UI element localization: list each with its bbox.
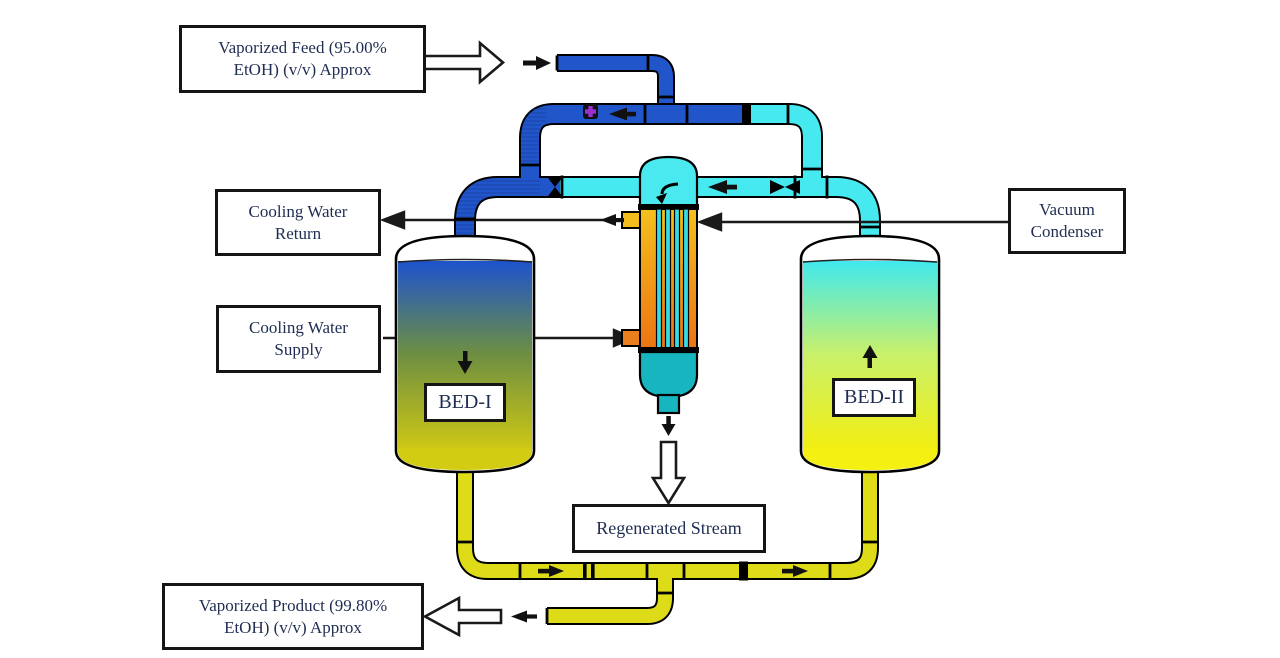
vacuum-condenser-label-box: Vacuum Condenser <box>1008 188 1126 254</box>
return-flow-arrow <box>600 214 624 226</box>
bottom-header-flow-arrow-right <box>782 565 808 577</box>
product-pipe <box>456 464 879 625</box>
supply-label-line2: Supply <box>274 340 323 359</box>
bed1-label: BED-I <box>438 390 492 413</box>
condenser-bottom-nozzle-left <box>621 329 642 347</box>
globe-valve-icon <box>548 178 562 196</box>
purple-fitting-icon <box>583 104 598 119</box>
bottom-closed-valve <box>739 561 748 581</box>
condenser-top-nozzle <box>621 211 642 229</box>
cooling-water-return-label-box: Cooling Water Return <box>215 189 381 256</box>
hollow-arrows <box>422 40 687 638</box>
product-label-line1: Vaporized Product (99.80% <box>198 595 388 615</box>
feed-label-box: Vaporized Feed (95.00% EtOH) (v/v) Appro… <box>179 25 426 93</box>
return-label-line2: Return <box>274 223 322 243</box>
vacuum-label-line1: Vacuum <box>1039 200 1095 220</box>
cooling-water-supply-label-box: Cooling Water Supply <box>216 305 381 373</box>
bed1-flow-down-arrow <box>457 351 473 374</box>
condenser-inlet-flow-arrow <box>708 180 737 194</box>
condenser-top-channel <box>638 155 699 209</box>
bottom-header-flow-arrow-left <box>538 565 564 577</box>
bed1-bottom-head <box>398 448 532 470</box>
product-label-line2: EtOH) (v/v) Approx <box>224 617 362 637</box>
vacuum-arrowhead <box>696 212 723 232</box>
supply-label-line1: Cooling Water <box>249 318 348 338</box>
bed1-label-box: BED-I <box>424 383 506 422</box>
bowtie-valve-icon <box>770 180 800 194</box>
condenser-drain-nozzle <box>656 393 681 415</box>
feed-inlet-pipe <box>557 54 675 120</box>
regen-hollow-arrow <box>650 440 687 506</box>
regenerated-stream-label-box: Regenerated Stream <box>572 504 766 553</box>
return-arrowhead <box>379 210 406 230</box>
bed2-label: BED-II <box>844 385 904 408</box>
condenser-bottom-channel <box>638 350 699 399</box>
feed-hollow-arrow <box>422 40 506 85</box>
bed1-vessel <box>394 234 536 474</box>
return-label-line1: Cooling Water <box>248 201 348 221</box>
vacuum-label-line2: Condenser <box>1030 222 1104 241</box>
vacuum-condenser <box>621 155 699 415</box>
product-label-box: Vaporized Product (99.80% EtOH) (v/v) Ap… <box>162 583 424 650</box>
bed2-flow-up-arrow <box>862 345 878 368</box>
product-flow-arrow <box>511 610 537 623</box>
header-flow-arrow <box>609 107 636 121</box>
bed2-vessel <box>799 234 941 474</box>
feed-label-line2: EtOH) (v/v) Approx <box>233 60 372 79</box>
regen-flow-arrow <box>661 416 676 436</box>
flow-arrows <box>511 56 808 623</box>
regen-label-line1: Regenerated Stream <box>596 517 742 538</box>
condenser-swirl-icon <box>656 182 679 204</box>
bed2-label-box: BED-II <box>832 378 916 417</box>
condenser-tubesheet-top <box>638 204 699 210</box>
bed2-bottom-head <box>803 448 937 470</box>
feed-flow-arrow <box>523 56 551 70</box>
pipe-joints <box>454 55 881 624</box>
feed-label-line1: Vaporized Feed (95.00% <box>218 38 387 58</box>
header-closed-valve <box>742 103 751 125</box>
product-hollow-arrow <box>422 595 503 638</box>
condenser-tubesheet-bottom <box>638 347 699 353</box>
hash-valve-mark <box>583 562 587 580</box>
